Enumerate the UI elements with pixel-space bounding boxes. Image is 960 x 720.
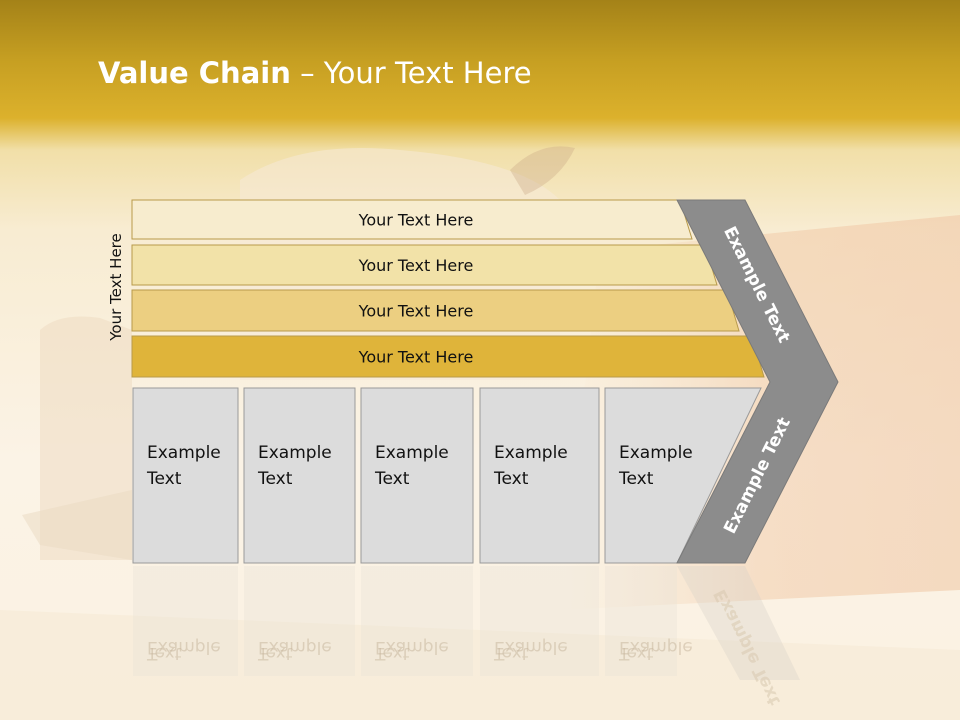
box-reflection-text1-5: Example xyxy=(619,637,693,657)
box-reflection-1 xyxy=(133,566,238,676)
box-label-line1-3: Example xyxy=(375,443,449,463)
box-1 xyxy=(132,387,239,564)
box-label-line1-5: Example xyxy=(619,443,693,463)
slide-title: Value Chain – Your Text Here xyxy=(98,56,532,90)
box-reflection-2 xyxy=(244,566,355,676)
box-label-line1-1: Example xyxy=(147,443,221,463)
bar-label-4: Your Text Here xyxy=(358,348,474,367)
box-label-line2-4: Text xyxy=(493,469,529,489)
box-label-line2-3: Text xyxy=(374,469,410,489)
box-reflection-text2-3: Text xyxy=(374,643,410,663)
box-label-line1-2: Example xyxy=(258,443,332,463)
bar-label-3: Your Text Here xyxy=(358,302,474,321)
box-label-line2-5: Text xyxy=(618,469,654,489)
box-reflection-text1-4: Example xyxy=(494,637,568,657)
box-reflection-text2-1: Text xyxy=(146,643,182,663)
box-reflection-5 xyxy=(605,566,677,676)
title-bold: Value Chain xyxy=(98,56,291,90)
box-3 xyxy=(360,387,474,564)
bar-3 xyxy=(131,289,740,332)
box-label-line2-2: Text xyxy=(257,469,293,489)
box-2 xyxy=(243,387,356,564)
box-reflection-text2-4: Text xyxy=(493,643,529,663)
box-label-line2-1: Text xyxy=(146,469,182,489)
box-reflection-3 xyxy=(361,566,473,676)
title-rest: – Your Text Here xyxy=(290,56,532,90)
box-reflection-text1-1: Example xyxy=(147,637,221,657)
box-label-line1-4: Example xyxy=(494,443,568,463)
box-reflection-4 xyxy=(480,566,599,676)
box-reflection-text1-3: Example xyxy=(375,637,449,657)
box-reflection-text1-2: Example xyxy=(258,637,332,657)
bar-4 xyxy=(131,335,765,378)
box-4 xyxy=(479,387,600,564)
box-reflection-text2-2: Text xyxy=(257,643,293,663)
chevron-arrow xyxy=(676,199,839,564)
bar-1 xyxy=(131,199,693,240)
bar-label-2: Your Text Here xyxy=(358,256,474,275)
bar-label-1: Your Text Here xyxy=(358,211,474,230)
box-reflection-text2-5: Text xyxy=(618,643,654,663)
bar-2 xyxy=(131,244,718,286)
chevron-reflection xyxy=(677,566,800,680)
